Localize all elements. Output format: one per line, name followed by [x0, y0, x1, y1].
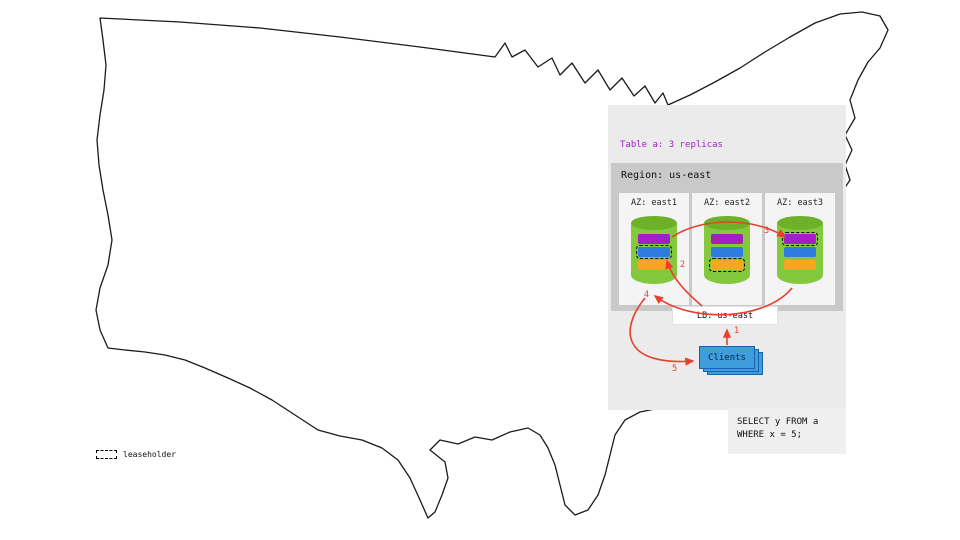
cylinder-top: [777, 216, 823, 230]
clients-box: Clients: [699, 346, 755, 369]
database-cylinder-east2: [704, 216, 750, 284]
cylinder-top: [631, 216, 677, 230]
table-a-replica-leaseholder: [782, 232, 818, 246]
table-b-replica: [638, 260, 670, 270]
clients-stack: Clients: [699, 346, 769, 380]
sql-line-1: SELECT y FROM a: [737, 417, 819, 427]
cylinder-top: [704, 216, 750, 230]
az-east2-label: AZ: east2: [703, 198, 751, 208]
load-balancer-box: LB: us-east: [672, 306, 778, 325]
clients-label: Clients: [708, 352, 746, 363]
index-a-replica: [711, 247, 743, 257]
az-east3-label: AZ: east3: [776, 198, 824, 208]
legend-table-a: Table a: 3 replicas: [620, 140, 723, 150]
leaseholder-key: leaseholder: [96, 450, 176, 459]
topology-panel: Table a: 3 replicas Index a: 3 replicas …: [608, 105, 846, 410]
leaseholder-dashed-icon: [96, 450, 117, 459]
leaseholder-key-label: leaseholder: [123, 450, 176, 459]
region-label: Region: us-east: [621, 170, 712, 181]
region-box: Region: us-east AZ: east1 AZ: east2: [611, 163, 843, 311]
az-east1-label: AZ: east1: [630, 198, 678, 208]
az-box-east2: AZ: east2: [692, 193, 762, 305]
table-a-replica: [711, 234, 743, 244]
database-cylinder-east3: [777, 216, 823, 284]
az-box-east1: AZ: east1: [619, 193, 689, 305]
index-a-replica-leaseholder: [636, 245, 672, 259]
az-box-east3: AZ: east3: [765, 193, 835, 305]
table-b-replica-leaseholder: [709, 258, 745, 272]
table-b-replica: [784, 260, 816, 270]
database-cylinder-east1: [631, 216, 677, 284]
sql-line-2: WHERE x = 5;: [737, 430, 803, 440]
sql-query-box: SELECT y FROM a WHERE x = 5;: [728, 408, 846, 454]
table-a-replica: [638, 234, 670, 244]
index-a-replica: [784, 247, 816, 257]
